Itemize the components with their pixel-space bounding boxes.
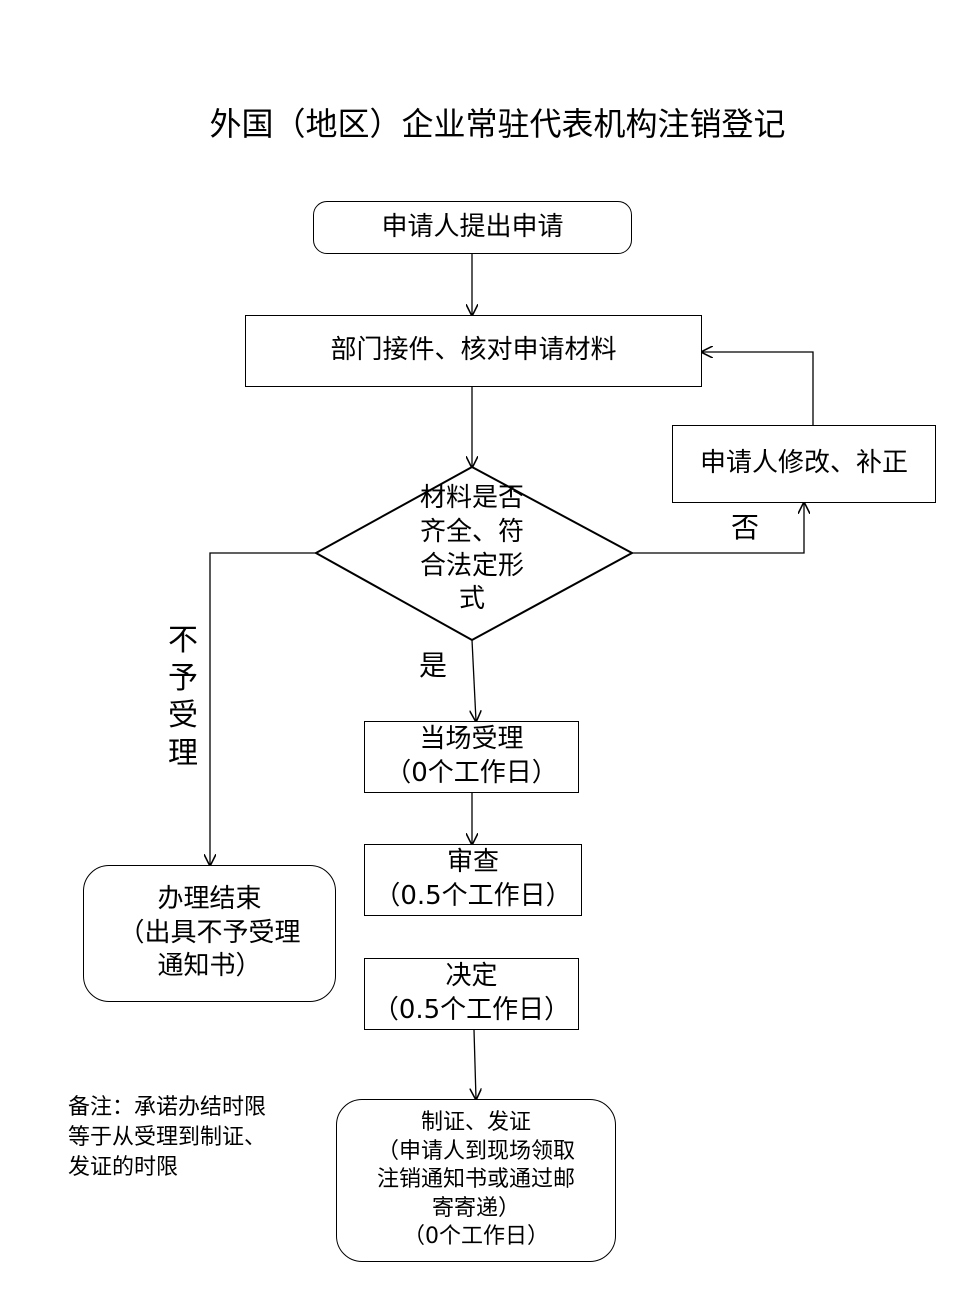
label-no: 否: [730, 511, 759, 544]
node-apply-label: 申请人提出申请: [381, 211, 564, 242]
node-accept-title: 当场受理: [419, 724, 524, 755]
arrow-decide-to-issue: [474, 1029, 476, 1099]
node-decision-label: 材料是否 齐全、符 合法定形 式: [419, 483, 524, 615]
label-yes: 是: [418, 649, 447, 682]
node-reject-end-label: 办理结束 （出具不予受理 通知书）: [118, 883, 301, 982]
note-text: 备注：承诺办结时限 等于从受理到制证、 发证的时限: [68, 1095, 267, 1180]
node-accept-time: （0个工作日）: [385, 758, 558, 788]
node-correct-label: 申请人修改、补正: [699, 448, 908, 479]
node-receive: 部门接件、核对申请材料: [245, 315, 702, 387]
node-decide-time: （0.5个工作日）: [372, 995, 571, 1025]
decision-diamond: [313, 465, 635, 642]
node-reject-end: 办理结束 （出具不予受理 通知书）: [83, 865, 336, 1002]
diagram-title: 外国（地区）企业常驻代表机构注销登记: [209, 105, 786, 143]
node-accept: 当场受理 （0个工作日）: [364, 721, 579, 793]
node-receive-label: 部门接件、核对申请材料: [330, 335, 617, 366]
node-apply: 申请人提出申请: [313, 201, 632, 254]
node-review-time: （0.5个工作日）: [374, 881, 572, 911]
node-decide-title: 决定: [445, 961, 498, 992]
arrow-correct-to-receive: [702, 352, 814, 425]
node-issue-label: 制证、发证 （申请人到现场领取 注销通知书或通过邮 寄寄递） （0个工作日）: [376, 1110, 575, 1250]
arrow-decision-to-accept: [472, 639, 476, 721]
arrow-decision-to-correct: [632, 503, 804, 554]
node-review: 审查 （0.5个工作日）: [364, 844, 582, 916]
node-review-title: 审查: [446, 847, 499, 878]
node-issue: 制证、发证 （申请人到现场领取 注销通知书或通过邮 寄寄递） （0个工作日）: [336, 1099, 616, 1262]
node-decide: 决定 （0.5个工作日）: [364, 958, 579, 1030]
node-correct: 申请人修改、补正: [672, 425, 936, 503]
arrow-decision-to-reject: [210, 552, 316, 865]
label-not-accept: 不 予 受 理: [168, 623, 198, 771]
